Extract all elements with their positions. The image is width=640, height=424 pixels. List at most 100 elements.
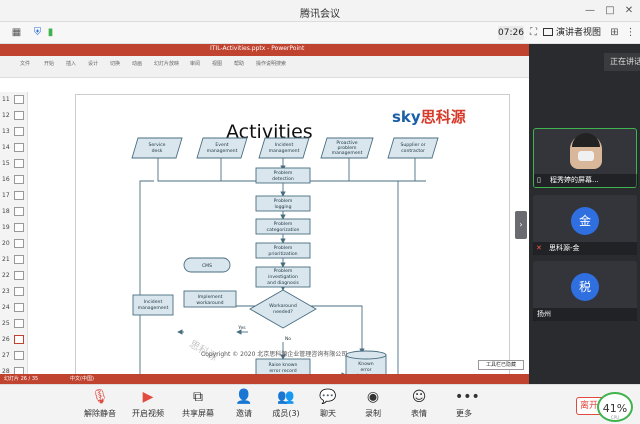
thumbnail-item[interactable]: 16 bbox=[2, 174, 26, 186]
svg-text:Problem: Problem bbox=[274, 170, 293, 176]
participant-tile[interactable]: 税 扬州 bbox=[533, 261, 637, 321]
thumbnail-item[interactable]: 15 bbox=[2, 158, 26, 170]
minimize-icon[interactable]: — bbox=[585, 5, 595, 16]
ppt-tab[interactable]: 审阅 bbox=[190, 61, 201, 67]
participant-name: 思科源-金 bbox=[533, 242, 637, 255]
ppt-status-bar: 幻灯片 26 / 35 中文(中国) bbox=[0, 374, 529, 384]
ppt-tab[interactable]: 视图 bbox=[212, 61, 223, 67]
thumbnail-item[interactable]: 17 bbox=[2, 190, 26, 202]
window-title: 腾讯会议 bbox=[300, 9, 340, 20]
ppt-tab[interactable]: 操作说明搜索 bbox=[256, 61, 287, 67]
share-screen-button[interactable]: ⧉ 共享屏幕 bbox=[182, 389, 214, 418]
ppt-tab[interactable]: 开始 bbox=[44, 61, 55, 67]
invite-button[interactable]: 👤 邀请 bbox=[235, 389, 253, 418]
svg-text:contractor: contractor bbox=[401, 148, 425, 154]
slide-counter: 幻灯片 26 / 35 bbox=[4, 376, 39, 382]
chat-button[interactable]: 💬 聊天 bbox=[319, 389, 337, 418]
speaking-indicator: 正在讲话： bbox=[604, 53, 640, 71]
cpu-value: 41% bbox=[602, 402, 628, 415]
thumbnail-item[interactable]: 19 bbox=[2, 222, 26, 234]
thumbnail-item[interactable]: 12 bbox=[2, 110, 26, 122]
svg-text:Proactive: Proactive bbox=[336, 140, 357, 146]
svg-text:Workaround: Workaround bbox=[269, 303, 297, 309]
record-button[interactable]: ◉ 录制 bbox=[365, 389, 381, 418]
thumbnail-item[interactable]: 23 bbox=[2, 286, 26, 298]
close-icon[interactable]: ✕ bbox=[624, 5, 634, 16]
flowchart: Service desk Event management Incident m… bbox=[131, 137, 439, 382]
svg-text:Event: Event bbox=[215, 142, 228, 148]
svg-text:Service: Service bbox=[149, 142, 166, 148]
svg-text:investigation: investigation bbox=[268, 274, 298, 280]
chat-icon: 💬 bbox=[319, 389, 337, 405]
svg-text:Raise known: Raise known bbox=[269, 362, 298, 368]
grid-icon[interactable]: ▦ bbox=[11, 27, 22, 38]
ppt-tab[interactable]: 插入 bbox=[66, 61, 77, 67]
participant-name: 扬州 bbox=[533, 308, 637, 321]
thumbnail-item-active[interactable]: 26 bbox=[2, 334, 26, 346]
ppt-tab[interactable]: 设计 bbox=[88, 61, 99, 67]
more-icon: ••• bbox=[455, 389, 480, 405]
svg-text:problem: problem bbox=[337, 145, 357, 151]
thumbnail-item[interactable]: 24 bbox=[2, 302, 26, 314]
start-video-button[interactable]: ▶ 开启视频 bbox=[132, 389, 164, 418]
ppt-tab[interactable]: 动画 bbox=[132, 61, 143, 67]
svg-text:Incident: Incident bbox=[275, 142, 294, 148]
fullscreen-icon[interactable]: ⛶ bbox=[530, 27, 537, 38]
thumbnail-item[interactable]: 27 bbox=[2, 350, 26, 362]
ppt-tab[interactable]: 文件 bbox=[20, 61, 31, 67]
svg-text:logging: logging bbox=[274, 204, 291, 210]
svg-text:Problem: Problem bbox=[274, 268, 293, 274]
emoji-button[interactable]: ☺ 表情 bbox=[411, 389, 427, 418]
svg-text:and diagnosis: and diagnosis bbox=[267, 280, 299, 286]
thumbnail-item[interactable]: 22 bbox=[2, 270, 26, 282]
ppt-tab[interactable]: 帮助 bbox=[234, 61, 245, 67]
participant-tile[interactable]: 程秀婷的屏幕... ▯ bbox=[533, 128, 638, 188]
more-icon[interactable]: ⋮ bbox=[625, 27, 636, 38]
svg-text:management: management bbox=[207, 148, 238, 154]
svg-text:management: management bbox=[269, 148, 300, 154]
signal-icon: ▮ bbox=[47, 27, 54, 38]
thumbnail-item[interactable]: 14 bbox=[2, 142, 26, 154]
proactive-problem-node bbox=[320, 137, 374, 159]
thumbnail-item[interactable]: 21 bbox=[2, 254, 26, 266]
svg-text:Implement: Implement bbox=[198, 294, 223, 300]
members-button[interactable]: 👥 成员(3) bbox=[272, 389, 300, 418]
collapse-panel-button[interactable]: › bbox=[515, 211, 527, 239]
participant-name: 程秀婷的屏幕... bbox=[534, 174, 638, 187]
service-desk-node bbox=[131, 137, 183, 159]
thumbnail-item[interactable]: 11 bbox=[2, 94, 26, 106]
meeting-toolbar: ▦ ⛨ ▮ 07:26 ⛶ 演讲者视图▾ ⊞ ⋮ bbox=[0, 22, 640, 54]
svg-text:error: error bbox=[360, 367, 371, 373]
thumbnail-item[interactable]: 13 bbox=[2, 126, 26, 138]
share-screen-icon: ⧉ bbox=[193, 389, 203, 405]
title-bar: 腾讯会议 — □ ✕ bbox=[0, 0, 640, 22]
presenter-view-button[interactable]: 演讲者视图▾ bbox=[543, 25, 607, 54]
ppt-tab[interactable]: 切换 bbox=[110, 61, 121, 67]
thumbnail-item[interactable]: 20 bbox=[2, 238, 26, 250]
svg-text:Problem: Problem bbox=[274, 198, 293, 204]
mic-muted-icon: 🎙 bbox=[91, 389, 109, 405]
shield-icon[interactable]: ⛨ bbox=[33, 27, 42, 38]
more-button[interactable]: ••• 更多 bbox=[455, 389, 480, 418]
svg-text:CMS: CMS bbox=[202, 263, 212, 269]
slide-title: Activities bbox=[226, 121, 313, 143]
svg-text:categorization: categorization bbox=[267, 227, 300, 233]
presenter-view-label: 演讲者视图 bbox=[556, 28, 602, 38]
ppt-tab[interactable]: 幻灯片放映 bbox=[154, 61, 180, 67]
participant-tile[interactable]: 金 思科源-金 ✕ bbox=[533, 195, 637, 255]
maximize-icon[interactable]: □ bbox=[605, 5, 615, 16]
thumbnail-item[interactable]: 25 bbox=[2, 318, 26, 330]
svg-text:Supplier or: Supplier or bbox=[400, 142, 425, 148]
svg-text:Known: Known bbox=[358, 361, 373, 367]
emoji-icon: ☺ bbox=[411, 389, 427, 405]
thumbnail-item[interactable]: 18 bbox=[2, 206, 26, 218]
members-icon: 👥 bbox=[277, 389, 295, 405]
svg-text:workaround: workaround bbox=[196, 300, 223, 306]
pin-icon[interactable]: ⊞ bbox=[610, 27, 619, 38]
current-slide: sky思科源 Activities bbox=[75, 94, 510, 382]
event-management-node bbox=[196, 137, 248, 159]
unmute-button[interactable]: 🎙 解除静音 bbox=[84, 389, 116, 418]
svg-text:Yes: Yes bbox=[237, 325, 246, 331]
presenter-view-icon bbox=[543, 28, 553, 36]
